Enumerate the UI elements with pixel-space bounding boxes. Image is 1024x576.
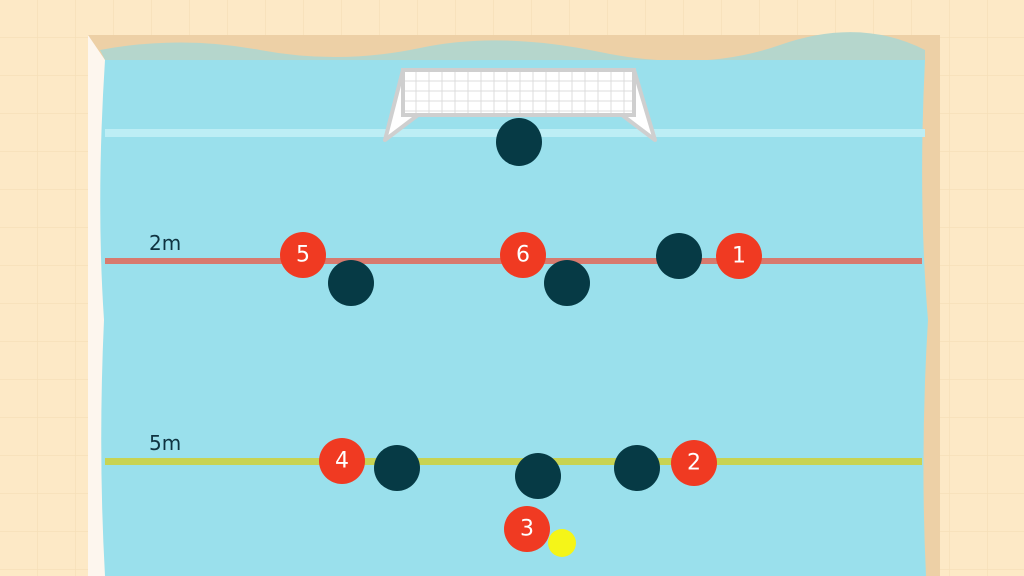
water-wave bbox=[100, 32, 925, 61]
five-meter-line bbox=[105, 458, 922, 465]
svg-text:3: 3 bbox=[520, 517, 534, 542]
defender bbox=[515, 453, 561, 499]
goal bbox=[383, 68, 657, 142]
svg-text:4: 4 bbox=[335, 449, 349, 474]
two-meter-label: 2m bbox=[149, 231, 181, 255]
svg-text:2: 2 bbox=[687, 451, 701, 476]
attacker-2: 2 bbox=[671, 440, 717, 486]
defender bbox=[614, 445, 660, 491]
defender bbox=[544, 260, 590, 306]
svg-text:5: 5 bbox=[296, 243, 310, 268]
defender bbox=[328, 260, 374, 306]
ball bbox=[548, 529, 576, 557]
attacker-5: 5 bbox=[280, 232, 326, 278]
svg-text:1: 1 bbox=[732, 244, 746, 269]
defender-goalkeeper bbox=[496, 118, 542, 166]
pool-water bbox=[100, 60, 928, 576]
defender bbox=[656, 233, 702, 279]
attacker-6: 6 bbox=[500, 232, 546, 278]
defender bbox=[374, 445, 420, 491]
five-meter-label: 5m bbox=[149, 431, 181, 455]
attacker-4: 4 bbox=[319, 438, 365, 484]
attacker-3: 3 bbox=[504, 506, 550, 552]
attacker-1: 1 bbox=[716, 233, 762, 279]
svg-text:6: 6 bbox=[516, 243, 530, 268]
